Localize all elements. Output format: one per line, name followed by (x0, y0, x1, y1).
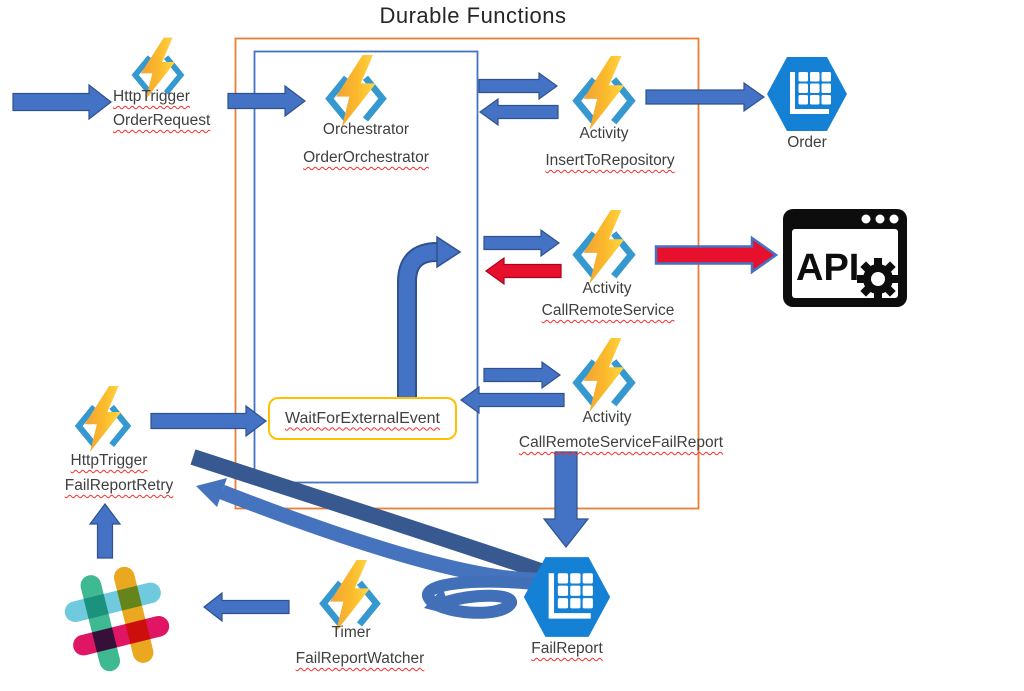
http-trigger-retry-type-label: HttpTrigger (70, 452, 148, 469)
arrow-call-remote-to-api (654, 235, 779, 275)
arrow-slack-to-retry-trigger (88, 503, 122, 559)
slack-icon (58, 560, 176, 678)
arrow-fail-activity-to-fail-table (542, 451, 590, 548)
table-axis (790, 72, 829, 114)
lightning-bolt (583, 338, 625, 412)
wait-for-external-event-box: WaitForExternalEvent (268, 397, 457, 440)
activity-call-remote-name-label: CallRemoteService (541, 302, 675, 319)
arrow-fail-report-to-retry-swoosh-upper (190, 449, 546, 580)
arrow-fail-activity-to-wait-event (459, 385, 565, 415)
arrow-httptrigger-to-orchestrator (227, 84, 306, 118)
table-grid (557, 573, 593, 609)
activity-fail-report-type-label: Activity (582, 409, 632, 426)
hexagon (767, 57, 847, 131)
orchestrator-name-label: OrderOrchestrator (303, 149, 429, 166)
lightning-bolt (583, 210, 625, 284)
arrow-insert-activity-to-order-table (645, 81, 766, 113)
diagram-title: Durable Functions (379, 3, 567, 28)
arrow-timer-to-slack (203, 591, 290, 623)
table-grid (798, 72, 831, 105)
order-table-storage-icon (766, 56, 848, 132)
lightning-bolt (336, 55, 376, 127)
durable-functions-boundary (234, 37, 700, 510)
fail-report-table-label: FailReport (531, 640, 603, 657)
arrow-fail-report-to-timer-head (424, 588, 451, 615)
wait-for-external-event-label: WaitForExternalEvent (284, 409, 440, 427)
lightning-bolt (330, 560, 370, 632)
left-angle-bracket (572, 77, 597, 125)
lightning-bolt (84, 386, 122, 452)
order-table-label: Order (787, 134, 827, 151)
azure-function-icon-activity-insert (567, 54, 641, 132)
table-axis (548, 573, 591, 619)
arrow-orchestrator-to-insert-activity (478, 71, 559, 101)
fail-report-table-storage-icon (521, 556, 613, 638)
azure-function-icon-http-trigger-order (127, 36, 189, 101)
azure-function-icon-activity-call-remote (567, 208, 641, 286)
azure-function-icon-http-trigger-retry (70, 384, 136, 454)
slack-hash (64, 566, 170, 672)
api-browser-icon: API (782, 208, 908, 308)
arrow-retry-trigger-to-wait-event (150, 404, 267, 438)
orchestrator-type-label: Orchestrator (322, 121, 410, 138)
left-angle-bracket (319, 580, 344, 627)
arrow-fail-report-to-timer-loop (421, 575, 557, 619)
azure-function-icon-orchestrator (320, 53, 392, 129)
arrow-external-event-resume-head (436, 235, 462, 269)
http-trigger-retry-name-label: FailReportRetry (64, 477, 174, 494)
arrow-external-event-resume (399, 244, 438, 397)
left-angle-bracket (131, 55, 153, 95)
orchestrator-boundary (253, 50, 479, 484)
timer-name-label: FailReportWatcher (295, 650, 425, 667)
arrow-orchestrator-to-fail-activity (483, 360, 562, 390)
arrow-incoming-request (12, 83, 112, 121)
left-angle-bracket (325, 75, 350, 122)
hexagon (523, 557, 611, 637)
timer-type-label: Timer (331, 624, 371, 641)
arrow-fail-report-to-retry-head (196, 478, 227, 507)
lightning-bolt (583, 56, 625, 130)
left-angle-bracket (572, 231, 597, 279)
azure-function-icon-timer (314, 558, 386, 634)
arrow-orchestrator-to-call-remote-activity (483, 228, 561, 258)
left-angle-bracket (74, 404, 97, 447)
activity-call-remote-type-label: Activity (582, 280, 632, 297)
azure-function-icon-activity-fail-report (567, 336, 641, 414)
activity-insert-type-label: Activity (579, 125, 629, 142)
http-trigger-order-type-label: HttpTrigger (113, 88, 190, 105)
arrow-call-remote-error-return (484, 256, 562, 286)
activity-fail-report-name-label: CallRemoteServiceFailReport (518, 434, 724, 451)
arrow-insert-activity-to-orchestrator (478, 97, 559, 127)
activity-insert-name-label: InsertToRepository (545, 152, 675, 169)
http-trigger-order-name-label: OrderRequest (113, 112, 211, 129)
api-text: API (796, 247, 859, 289)
lightning-bolt (140, 37, 176, 100)
left-angle-bracket (572, 359, 597, 407)
